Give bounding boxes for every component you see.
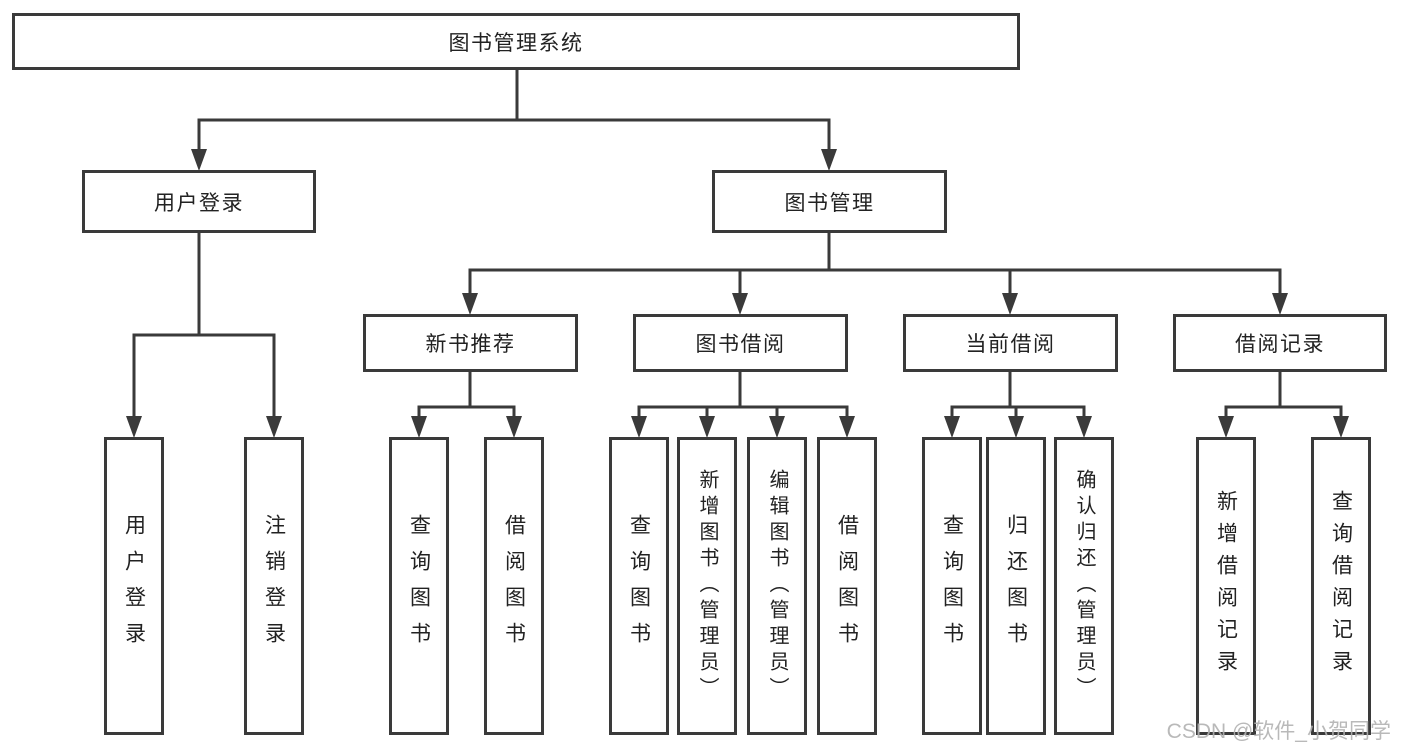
leaf-recommend-query-book: 查询图书 [389, 437, 449, 735]
leaf-logout: 注销登录 [244, 437, 304, 735]
node-book-borrowing: 图书借阅 [633, 314, 848, 372]
csdn-watermark: CSDN @软件_小贺同学 [1166, 720, 1391, 743]
node-book-management: 图书管理 [712, 170, 947, 233]
leaf-label: 用户登录 [122, 514, 146, 658]
leaf-label: 借阅图书 [502, 514, 526, 658]
node-label: 图书管理 [784, 191, 875, 215]
leaf-label: 确认归还（管理员） [1073, 469, 1095, 703]
leaf-query-borrow-record: 查询借阅记录 [1311, 437, 1371, 735]
node-borrowing-records: 借阅记录 [1173, 314, 1387, 372]
leaf-add-book-admin: 新增图书（管理员） [677, 437, 737, 735]
node-new-book-recommendation: 新书推荐 [363, 314, 578, 372]
leaf-recommend-borrow-book: 借阅图书 [484, 437, 544, 735]
leaf-label: 查询图书 [940, 514, 964, 658]
node-label: 当前借阅 [965, 333, 1056, 356]
leaf-label: 查询图书 [627, 514, 651, 658]
leaf-borrow-book: 借阅图书 [817, 437, 877, 735]
leaf-label: 新增图书（管理员） [696, 469, 718, 703]
leaf-confirm-return-admin: 确认归还（管理员） [1054, 437, 1114, 735]
leaf-return-book: 归还图书 [986, 437, 1046, 735]
node-label: 用户登录 [154, 191, 244, 215]
leaf-label: 注销登录 [262, 514, 286, 658]
node-label: 图书管理系统 [448, 31, 584, 55]
node-label: 新书推荐 [425, 333, 516, 356]
node-label: 图书借阅 [695, 333, 786, 356]
leaf-label: 查询借阅记录 [1329, 490, 1353, 682]
leaf-borrow-query-book: 查询图书 [609, 437, 669, 735]
node-user-login: 用户登录 [82, 170, 316, 233]
tree-edges [132, 68, 1343, 430]
leaf-label: 归还图书 [1004, 514, 1028, 658]
leaf-label: 新增借阅记录 [1214, 490, 1238, 682]
leaf-label: 借阅图书 [835, 514, 859, 658]
leaf-label: 查询图书 [407, 514, 431, 658]
arrowheads [126, 149, 1349, 438]
node-root: 图书管理系统 [12, 13, 1020, 70]
node-current-borrowing: 当前借阅 [903, 314, 1118, 372]
node-label: 借阅记录 [1235, 333, 1325, 356]
leaf-user-login: 用户登录 [104, 437, 164, 735]
leaf-current-query-book: 查询图书 [922, 437, 982, 735]
leaf-add-borrow-record: 新增借阅记录 [1196, 437, 1256, 735]
leaf-label: 编辑图书（管理员） [766, 469, 788, 703]
leaf-edit-book-admin: 编辑图书（管理员） [747, 437, 807, 735]
